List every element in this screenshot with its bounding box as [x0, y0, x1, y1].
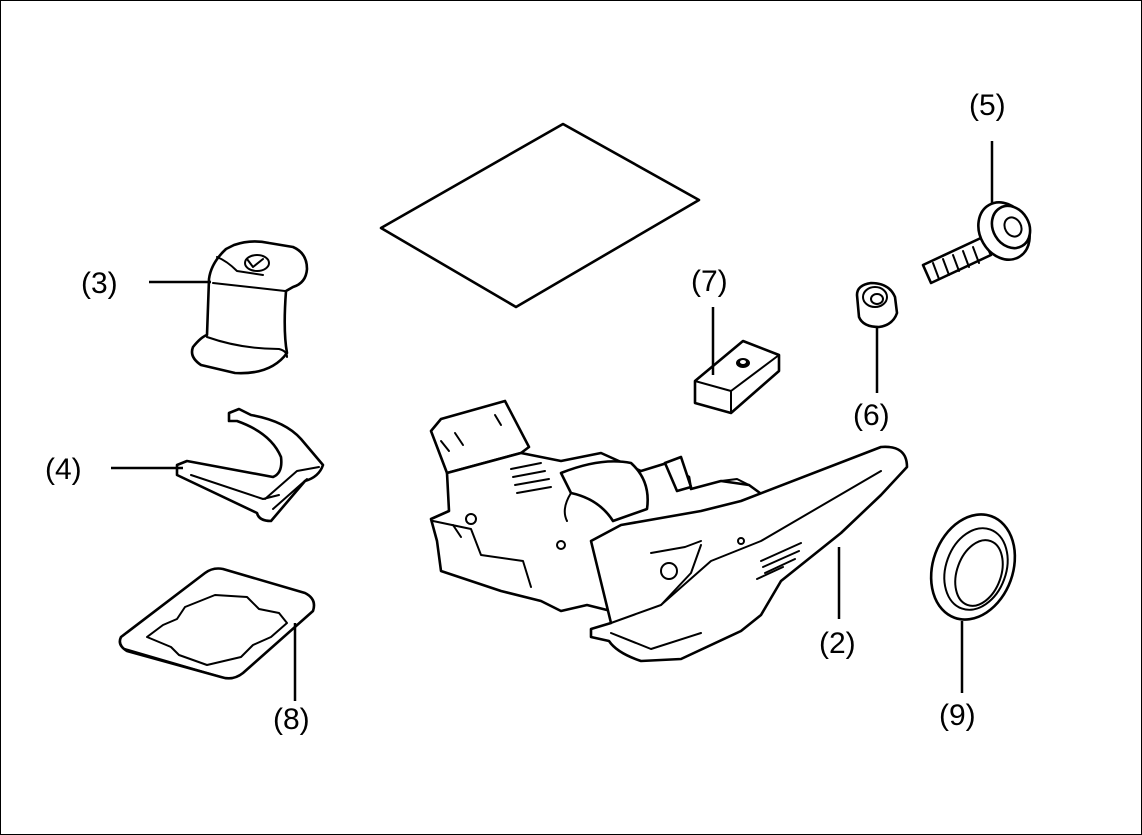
label-8: (8) — [273, 703, 310, 736]
part-9-seal-ring — [929, 513, 1017, 621]
label-9: (9) — [939, 699, 976, 732]
part-4-clamp — [175, 407, 325, 523]
part-2-housing — [429, 399, 909, 663]
label-3: (3) — [81, 267, 118, 300]
part-6-spacer — [855, 281, 899, 329]
part-8-gasket — [118, 567, 316, 680]
part-5-screw — [921, 201, 1032, 285]
instruction-sheet — [379, 122, 701, 309]
part-7-block — [693, 339, 781, 415]
label-4: (4) — [45, 453, 82, 486]
label-6: (6) — [853, 399, 890, 432]
label-7: (7) — [691, 265, 728, 298]
label-5: (5) — [969, 89, 1006, 122]
part-3-guide-bracket — [190, 240, 309, 375]
label-2: (2) — [819, 627, 856, 660]
